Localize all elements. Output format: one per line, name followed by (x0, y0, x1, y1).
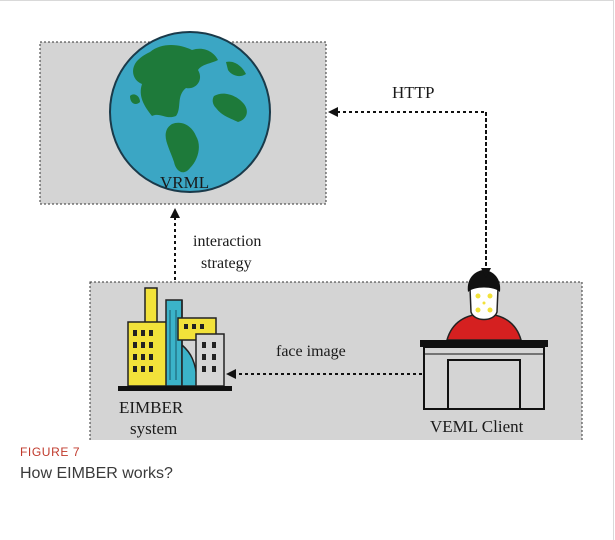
figure-number: FIGURE 7 (20, 445, 81, 459)
interaction-strategy-label-line1: interaction (193, 233, 261, 250)
building-icon (118, 287, 232, 391)
eimber-label-line2: system (130, 419, 177, 438)
globe-icon (109, 31, 271, 193)
vrml-label: VRML (160, 173, 209, 192)
eimber-diagram: VRML EIMBER system (39, 31, 583, 440)
interaction-strategy-label-line2: strategy (201, 255, 252, 272)
eimber-label-line1: EIMBER (119, 398, 184, 417)
vrml-panel: VRML (39, 31, 327, 205)
http-connector (328, 107, 491, 278)
figure-caption: How EIMBER works? (20, 465, 173, 482)
face-image-label: face image (276, 343, 346, 360)
person-at-desk-icon (420, 270, 548, 410)
client-label: VEML Client (430, 417, 524, 436)
http-label: HTTP (392, 83, 435, 102)
